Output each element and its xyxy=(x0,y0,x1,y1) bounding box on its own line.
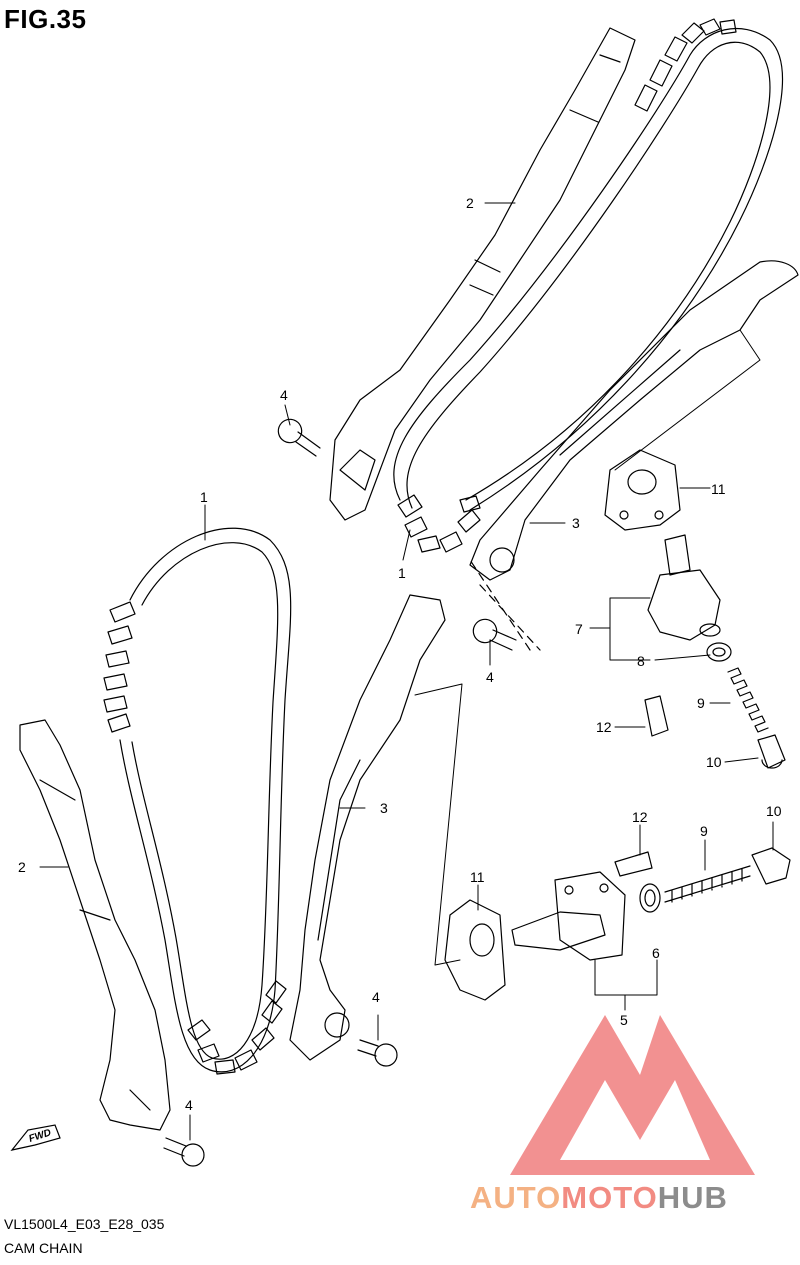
chain-guide-upper-right xyxy=(469,260,799,581)
automotohub-logo-emblem xyxy=(510,1015,755,1175)
callout-2-lower: 2 xyxy=(18,859,26,875)
leader-lines xyxy=(39,202,774,1141)
guide-reference-lines xyxy=(414,329,761,966)
callout-3-upper: 3 xyxy=(572,515,580,531)
callout-7: 7 xyxy=(575,621,583,637)
callout-10-lower: 10 xyxy=(766,803,782,819)
bolt-4-lower-left xyxy=(163,1137,205,1167)
callout-10-upper: 10 xyxy=(706,754,722,770)
reference-lines xyxy=(469,559,541,651)
bolt-12-upper xyxy=(644,695,669,737)
bolt-10-upper xyxy=(757,734,786,769)
tensioner-assembly-upper xyxy=(647,534,721,641)
chain-guide-lower-right xyxy=(289,594,446,1061)
chain-guide-upper xyxy=(329,27,636,521)
washer-8-upper xyxy=(706,642,732,662)
gasket-11-upper xyxy=(604,449,681,531)
section-name: CAM CHAIN xyxy=(4,1240,83,1256)
bolt-12-lower xyxy=(614,851,653,877)
bolt-4-middle xyxy=(472,618,517,651)
callout-4-top: 4 xyxy=(280,387,288,403)
callout-4-lower-left: 4 xyxy=(185,1097,193,1113)
callout-9-upper: 9 xyxy=(697,695,705,711)
callout-8: 8 xyxy=(637,653,645,669)
chain-guide-lower-left xyxy=(19,719,171,1131)
model-code: VL1500L4_E03_E28_035 xyxy=(4,1216,165,1232)
callout-9-lower: 9 xyxy=(700,823,708,839)
callout-1-upper-chain: 1 xyxy=(398,565,406,581)
callout-3-lower: 3 xyxy=(380,800,388,816)
watermark-part-auto: AUTO xyxy=(470,1180,562,1215)
callout-2-upper: 2 xyxy=(466,195,474,211)
callout-6: 6 xyxy=(652,945,660,961)
callout-12-upper: 12 xyxy=(596,719,612,735)
callout-11-lower: 11 xyxy=(470,869,485,885)
callout-11-upper: 11 xyxy=(711,481,726,497)
cam-chain-lower xyxy=(103,527,292,1075)
callout-5: 5 xyxy=(620,1012,628,1028)
bolt-4-lower-right xyxy=(357,1039,398,1067)
tensioner-assembly-lower xyxy=(511,871,626,961)
cam-chain-upper xyxy=(393,18,783,553)
watermark-part-moto: MOTO xyxy=(561,1180,658,1215)
callout-1-lower-chain: 1 xyxy=(200,489,208,505)
bolt-10-lower xyxy=(751,847,791,885)
callout-4-lower-right: 4 xyxy=(372,989,380,1005)
watermark-part-hub: HUB xyxy=(657,1180,728,1215)
washer-6-lower xyxy=(639,883,661,913)
fwd-arrow-icon: FWD xyxy=(10,1124,61,1151)
callout-4-middle: 4 xyxy=(486,669,494,685)
gasket-11-lower xyxy=(444,899,506,1001)
automotohub-watermark: AUTOMOTOHUB xyxy=(470,1180,728,1216)
spring-9-upper xyxy=(727,667,769,733)
spring-9-lower xyxy=(664,865,751,903)
callout-labels: 2 1 1 3 11 7 8 9 12 10 4 4 2 3 11 12 9 1… xyxy=(18,195,782,1113)
bolt-4-upper xyxy=(277,418,321,457)
figure-title: FIG.35 xyxy=(4,4,87,34)
callout-12-lower: 12 xyxy=(632,809,648,825)
